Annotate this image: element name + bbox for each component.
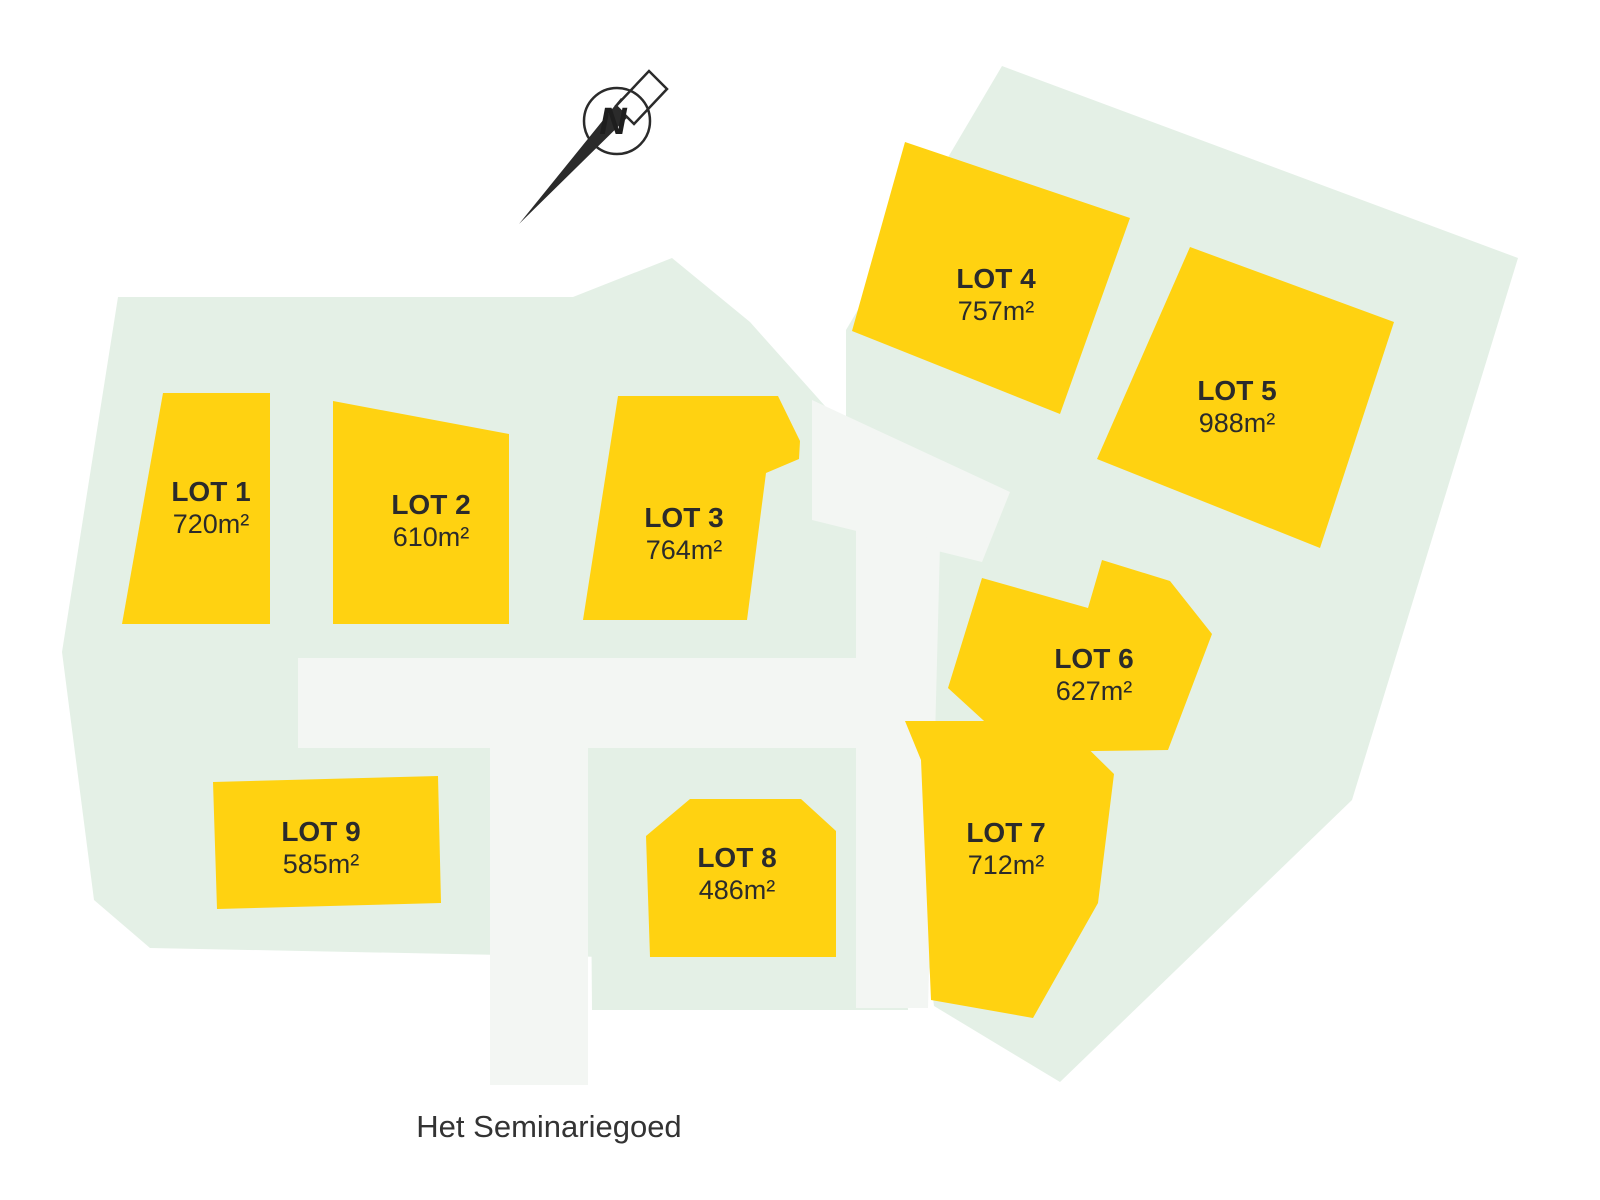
lot-1[interactable]: LOT 1 720m² [122,393,270,624]
lot-8-area: 486m² [699,875,776,905]
lot-9[interactable]: LOT 9 585m² [213,776,441,909]
lot-4[interactable]: LOT 4 757m² [852,142,1130,414]
lot-6[interactable]: LOT 6 627m² [948,560,1212,752]
lot-5-label: LOT 5 [1197,375,1276,406]
lot-2-area: 610m² [393,522,470,552]
compass-needle-icon [519,98,634,224]
lot-1-label: LOT 1 [171,476,250,507]
road-vertical [490,748,588,1085]
lot-5-area: 988m² [1199,408,1276,438]
lot-1-area: 720m² [173,509,250,539]
lot-3-label: LOT 3 [644,502,723,533]
lot-4-shape[interactable] [852,142,1130,414]
lot-3-area: 764m² [646,535,723,565]
lot-4-label: LOT 4 [956,263,1036,294]
lot-2-shape[interactable] [333,401,509,624]
road-center-vertical [856,500,940,1008]
compass-north-label: N [599,101,628,143]
north-compass: N [519,69,669,224]
lot-4-area: 757m² [958,296,1035,326]
roads [298,400,1010,1085]
lot-7-label: LOT 7 [966,817,1045,848]
lot-6-label: LOT 6 [1054,643,1133,674]
lot-5[interactable]: LOT 5 988m² [1097,247,1394,548]
lot-6-shape[interactable] [948,560,1212,752]
lot-7-area: 712m² [968,850,1045,880]
lot-3[interactable]: LOT 3 764m² [583,396,800,620]
lot-5-shape[interactable] [1097,247,1394,548]
lot-6-area: 627m² [1056,676,1133,706]
lot-9-area: 585m² [283,849,360,879]
lot-2[interactable]: LOT 2 610m² [333,401,509,624]
lot-3-shape[interactable] [583,396,800,620]
lot-1-shape[interactable] [122,393,270,624]
lot-8-label: LOT 8 [697,842,776,873]
lot-7[interactable]: LOT 7 712m² [905,721,1114,1018]
compass-circle [582,86,652,156]
site-title: Het Seminariegoed [416,1109,681,1144]
lot-9-label: LOT 9 [281,816,360,847]
lot-9-shape[interactable] [213,776,441,909]
lot-8[interactable]: LOT 8 486m² [646,799,836,957]
lot-2-label: LOT 2 [391,489,470,520]
lot-8-shape[interactable] [646,799,836,957]
lot-7-shape[interactable] [905,721,1114,1018]
road-horizontal [298,658,880,748]
